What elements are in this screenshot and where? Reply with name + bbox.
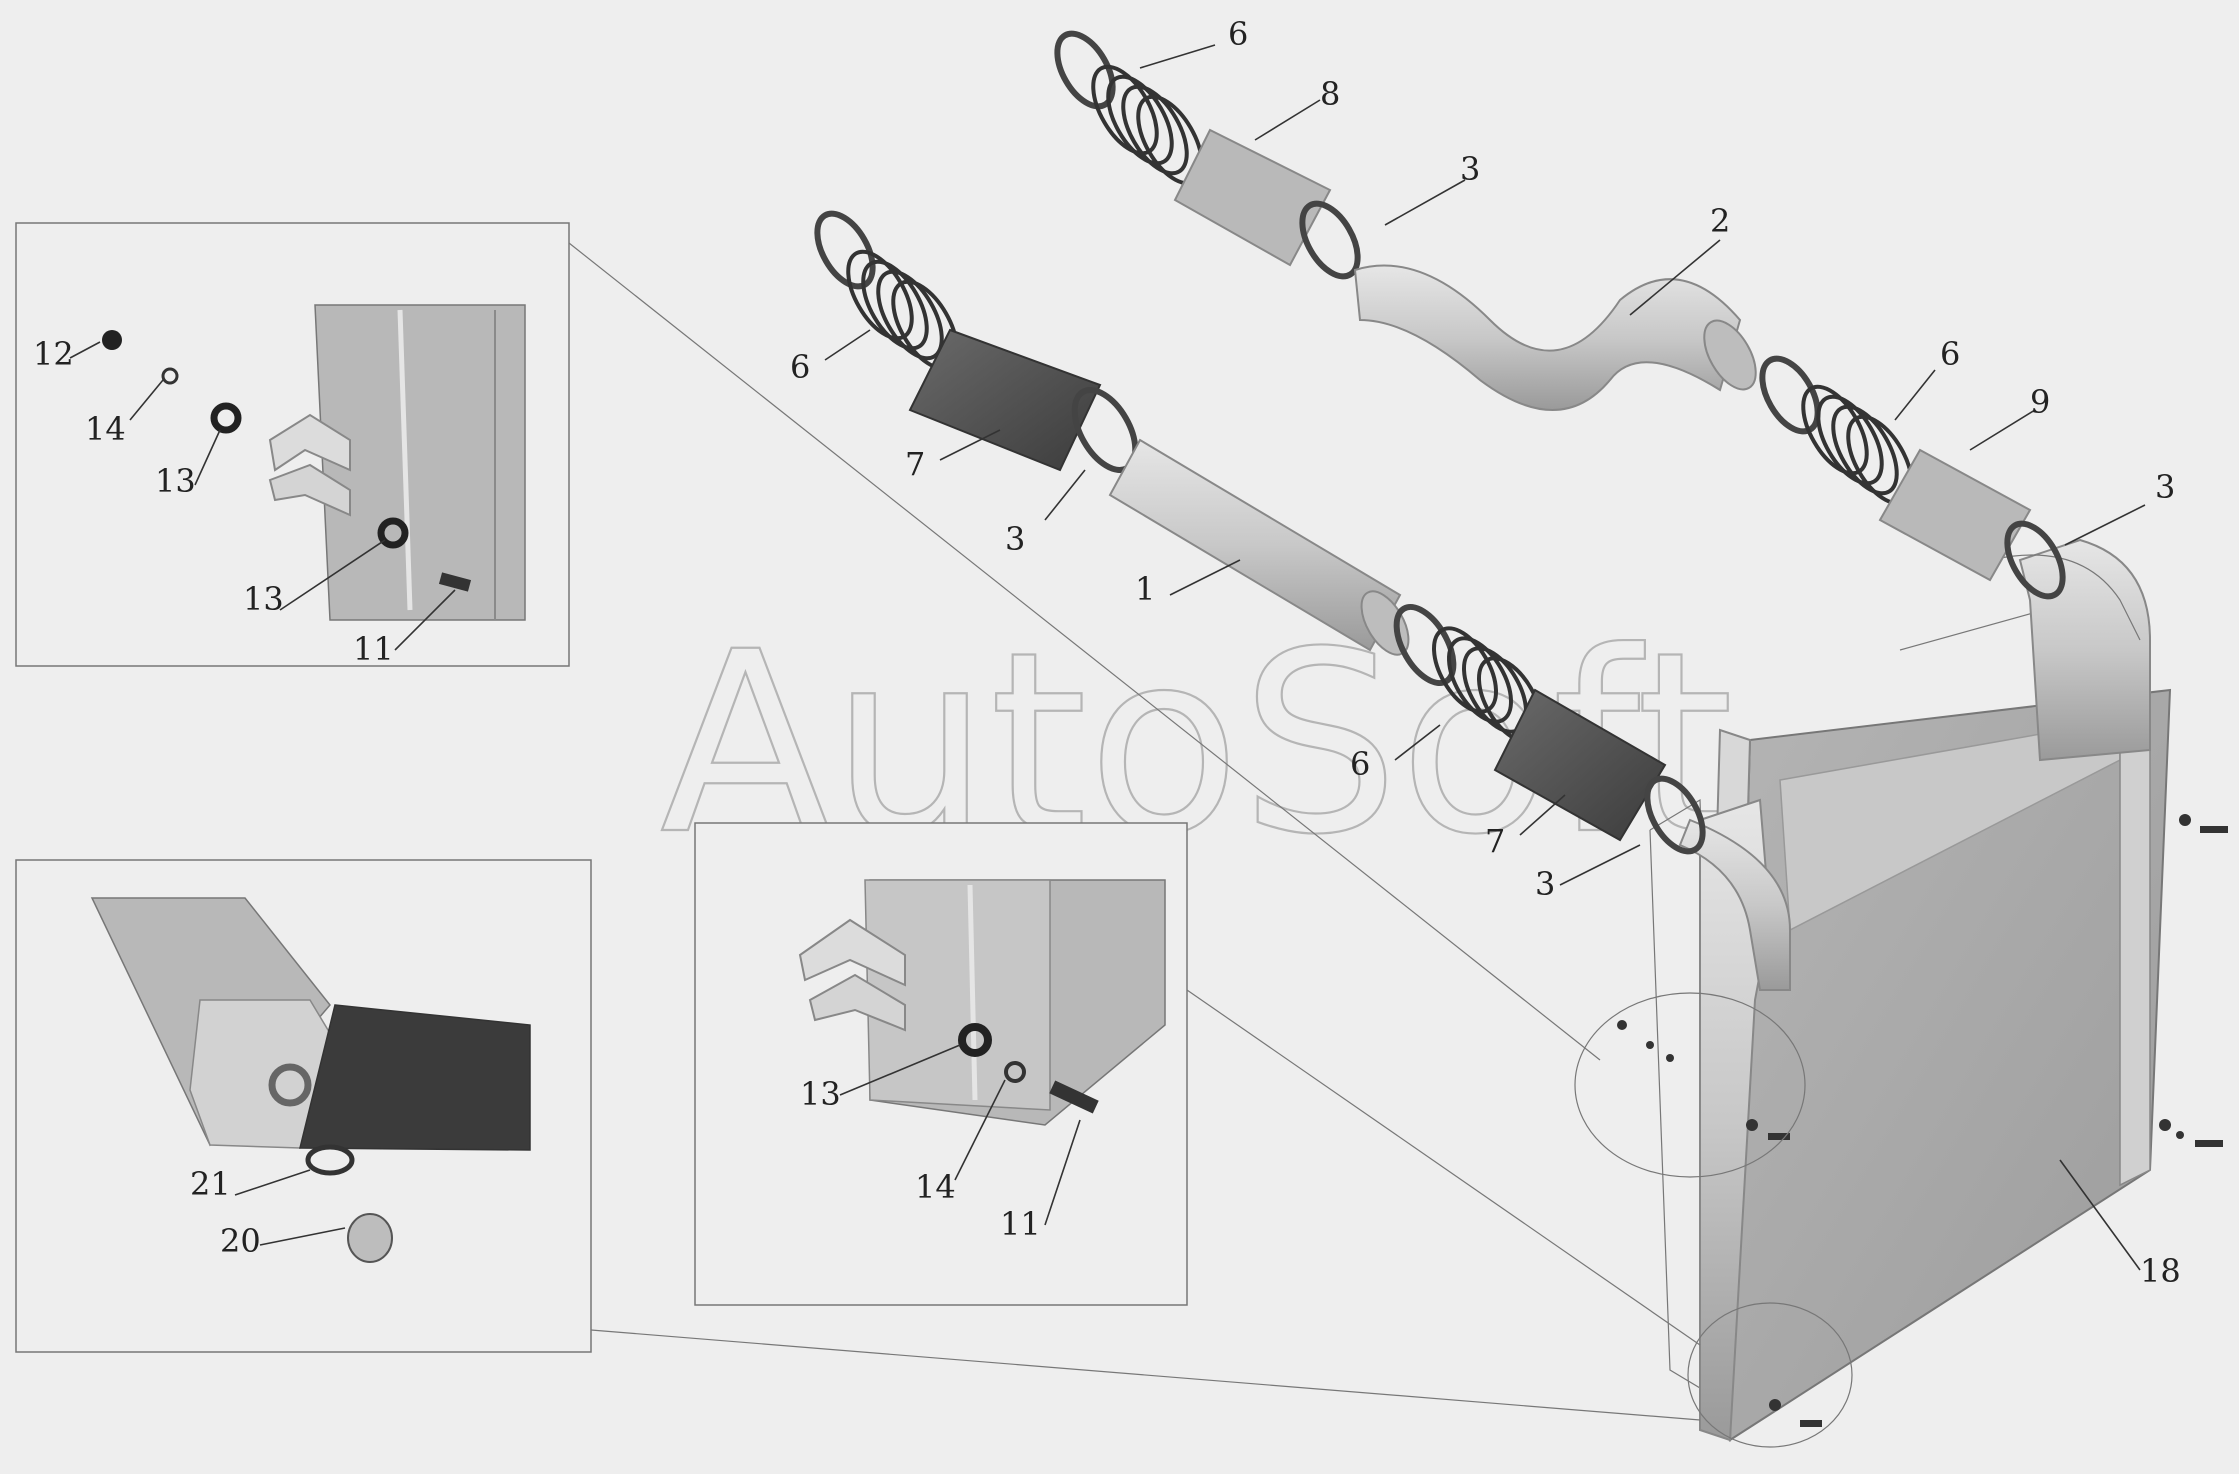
detail-circle-upper <box>1574 992 1806 1178</box>
callout-3d: 3 <box>1535 865 1555 903</box>
callout-center-13: 13 <box>800 1075 841 1113</box>
callout-top-14: 14 <box>85 410 126 448</box>
leader-lines <box>69 44 2146 1271</box>
callout-8: 8 <box>1320 75 1340 113</box>
callout-center-14: 14 <box>915 1168 956 1206</box>
hose-assembly-upper <box>1054 30 2066 600</box>
callout-1: 1 <box>1135 570 1155 608</box>
inset-center-parts <box>798 879 1166 1126</box>
callout-6a: 6 <box>1228 15 1248 53</box>
callout-3c: 3 <box>2155 468 2175 506</box>
fasteners <box>1617 814 2228 1427</box>
callout-18: 18 <box>2140 1252 2181 1290</box>
callout-top-13a: 13 <box>155 462 196 500</box>
inset-connector-lines <box>568 242 1701 1421</box>
callout-7b: 7 <box>1485 822 1505 860</box>
callout-top-11: 11 <box>353 630 394 668</box>
callout-bottom-21: 21 <box>190 1165 231 1203</box>
detail-circle-lower <box>1687 1302 1853 1448</box>
callout-2: 2 <box>1710 202 1730 240</box>
callout-center-11: 11 <box>1000 1205 1041 1243</box>
callout-labels: 6 8 3 2 6 7 3 1 6 9 3 6 7 3 18 12 14 13 … <box>33 15 2181 1290</box>
callout-3a: 3 <box>1460 150 1480 188</box>
left-outlet-pipe <box>1678 798 1791 1442</box>
inset-top-parts <box>102 304 526 621</box>
hose-assembly-lower <box>814 210 1706 855</box>
callout-7a: 7 <box>905 445 925 483</box>
callout-3b: 3 <box>1005 520 1025 558</box>
callout-6c: 6 <box>1940 335 1960 373</box>
callout-bottom-20: 20 <box>220 1222 261 1260</box>
callout-top-12: 12 <box>33 335 74 373</box>
inset-bottom-parts <box>90 897 531 1263</box>
callout-6d: 6 <box>1350 745 1370 783</box>
callout-9: 9 <box>2030 383 2050 421</box>
callout-6b: 6 <box>790 348 810 386</box>
callout-top-13b: 13 <box>243 580 284 618</box>
